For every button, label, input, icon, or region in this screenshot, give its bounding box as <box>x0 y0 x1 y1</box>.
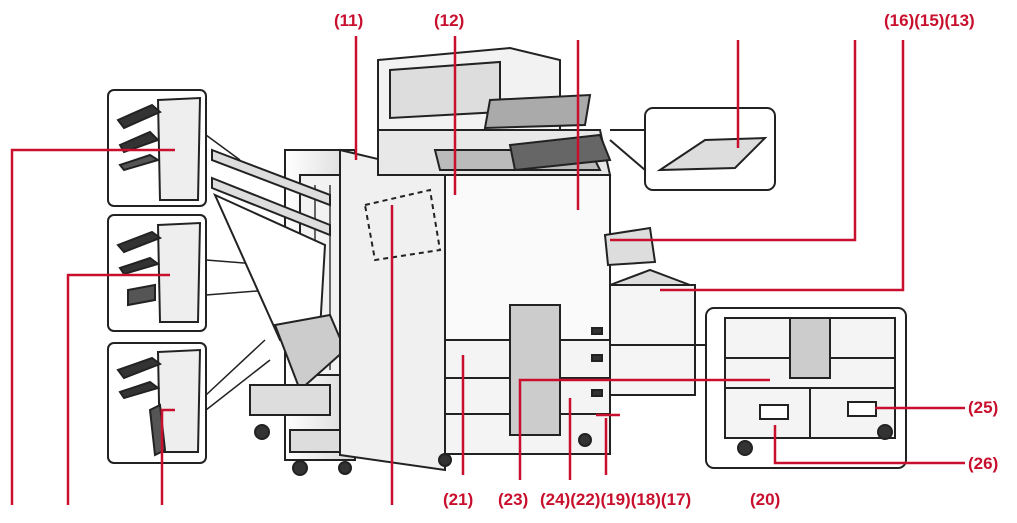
main-printer-body <box>339 46 696 472</box>
finisher-option-box-1 <box>107 89 207 207</box>
finisher-option-box-2 <box>107 214 207 332</box>
callout-21: (21) <box>443 490 474 509</box>
callout-leader-lines <box>10 36 965 505</box>
callout-20: (20) <box>750 490 781 509</box>
callout-16-15-13: (16)(15)(13) <box>884 11 975 30</box>
option-pointer-lines <box>205 134 271 411</box>
callout-25: (25) <box>968 398 999 417</box>
callout-11: (11) <box>334 11 364 30</box>
tray-detail-box <box>609 107 776 191</box>
callout-23: (23) <box>498 490 529 509</box>
callout-26: (26) <box>968 454 999 473</box>
callout-24-22-19-18-17: (24)(22)(19)(18)(17) <box>540 490 692 509</box>
finisher-option-box-3 <box>107 342 207 464</box>
callout-12: (12) <box>434 11 465 30</box>
saddle-finisher <box>211 148 356 476</box>
